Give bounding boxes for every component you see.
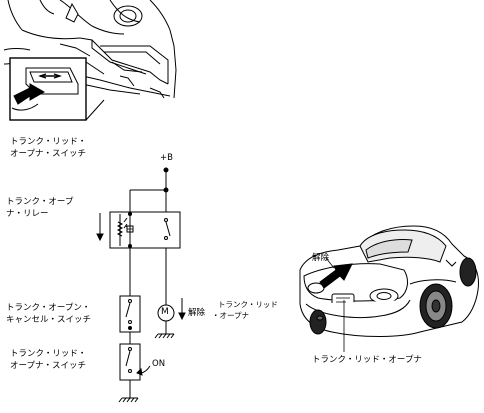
car-release-label: 解除 (312, 253, 330, 263)
switch-bottom-label-line2: オープナ・スイッチ (10, 361, 86, 371)
switch-bottom-label-line1: トランク・リッド・ (10, 349, 87, 359)
schematic (96, 167, 186, 403)
relay-label-line1: トランク・オープ (6, 197, 74, 207)
car-illustration (299, 225, 479, 352)
dashboard-illustration (3, 0, 177, 121)
cancel-switch-label-line1: トランク・オープン・ (6, 303, 91, 313)
relay-box (109, 211, 181, 249)
cancel-switch-label-line2: キャンセル・スイッチ (6, 315, 92, 325)
on-label: ON (152, 359, 166, 369)
motor-name-label-line2: ・オープナ (212, 311, 250, 320)
switch-top-label-line2: オープナ・スイッチ (10, 149, 86, 159)
motor-release-label: 解除 (188, 308, 206, 318)
motor-letter: M (161, 307, 169, 317)
plus-b-label: +B (160, 153, 173, 163)
motor-name-label-line1: トランク・リッド (218, 300, 278, 309)
relay-label-line2: ナ・リレー (6, 209, 49, 219)
car-opener-label: トランク・リッド・オープナ (312, 355, 422, 365)
switch-top-label-line1: トランク・リッド・ (10, 137, 87, 147)
